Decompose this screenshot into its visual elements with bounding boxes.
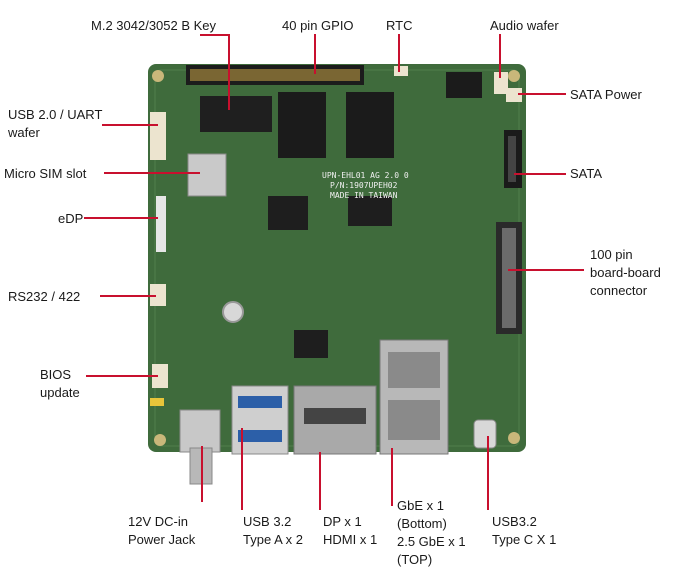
- sata-connector-inner: [508, 136, 516, 182]
- leader-gbe: [391, 448, 393, 506]
- label-rs232: RS232 / 422: [8, 289, 81, 304]
- standoff: [222, 301, 244, 323]
- label-edp: eDP: [58, 211, 84, 226]
- usb-a-port-bottom: [238, 430, 282, 442]
- label-bios: BIOS update: [40, 367, 80, 400]
- label-dp-hdmi: DP x 1 HDMI x 1: [323, 514, 378, 547]
- dp-hdmi-port: [304, 408, 366, 424]
- board-pn-text: P/N:1907UPEH02: [330, 181, 398, 190]
- leader-usbc: [487, 436, 489, 510]
- mounting-hole: [508, 432, 520, 444]
- leader-sata: [514, 173, 566, 175]
- rs232-wafer: [150, 284, 166, 306]
- label-sata-power: SATA Power: [570, 87, 642, 102]
- board-model-text: UPN-EHL01 AG 2.0 0: [322, 171, 409, 180]
- ic-chip: [348, 196, 392, 226]
- lan-port-bottom: [388, 400, 440, 440]
- leader-m2-h: [200, 34, 230, 36]
- label-usbc: USB3.2 Type C X 1: [492, 514, 557, 547]
- board-origin-text: MADE IN TAIWAN: [330, 191, 398, 200]
- usb-uart-wafer: [150, 112, 166, 160]
- label-sata: SATA: [570, 166, 603, 181]
- label-audio: Audio wafer: [490, 18, 559, 33]
- lan-port-top: [388, 352, 440, 388]
- micro-sim-slot: [187, 153, 227, 197]
- label-m2: M.2 3042/3052 B Key: [91, 18, 217, 33]
- ic-chip: [446, 72, 482, 98]
- mounting-hole: [152, 70, 164, 82]
- leader-dc-in: [201, 446, 203, 502]
- label-gpio: 40 pin GPIO: [282, 18, 354, 33]
- sata-power-connector: [506, 88, 522, 102]
- m2-slot: [200, 96, 272, 132]
- usb-c-port: [473, 419, 497, 449]
- label-usb-uart: USB 2.0 / UART wafer: [8, 107, 103, 140]
- label-micro-sim: Micro SIM slot: [4, 166, 87, 181]
- leader-dp-hdmi: [319, 452, 321, 510]
- label-rtc: RTC: [386, 18, 413, 33]
- leader-bios: [86, 375, 158, 377]
- board-to-board-inner: [502, 228, 516, 328]
- leader-micro-sim: [104, 172, 200, 174]
- label-dc-in: 12V DC-in Power Jack: [128, 514, 196, 547]
- audio-wafer: [494, 72, 508, 94]
- gpio-pins: [190, 69, 360, 81]
- usb-a-port-top: [238, 396, 282, 408]
- leader-gpio: [314, 34, 316, 74]
- mounting-hole: [508, 70, 520, 82]
- leader-rtc: [398, 34, 400, 72]
- leader-usb-uart: [102, 124, 158, 126]
- ic-chip: [294, 330, 328, 358]
- label-usb32a: USB 3.2 Type A x 2: [243, 514, 303, 547]
- label-gbe: GbE x 1 (Bottom) 2.5 GbE x 1 (TOP): [397, 498, 466, 567]
- dc-jack-body: [179, 409, 221, 453]
- edp-connector: [156, 196, 166, 252]
- memory-chip: [278, 92, 326, 158]
- bios-wafer: [152, 364, 168, 388]
- leader-rs232: [100, 295, 156, 297]
- leader-bb-connector: [508, 269, 584, 271]
- rtc-connector: [394, 66, 408, 76]
- leader-edp: [84, 217, 158, 219]
- leader-usb32a: [241, 428, 243, 510]
- leader-m2-v: [228, 34, 230, 110]
- memory-chip: [346, 92, 394, 158]
- ic-chip: [268, 196, 308, 230]
- mounting-hole: [154, 434, 166, 446]
- leader-sata-power: [518, 93, 566, 95]
- yellow-jumper: [150, 398, 164, 406]
- label-bb-connector: 100 pin board-board connector: [590, 247, 661, 298]
- leader-audio: [499, 34, 501, 78]
